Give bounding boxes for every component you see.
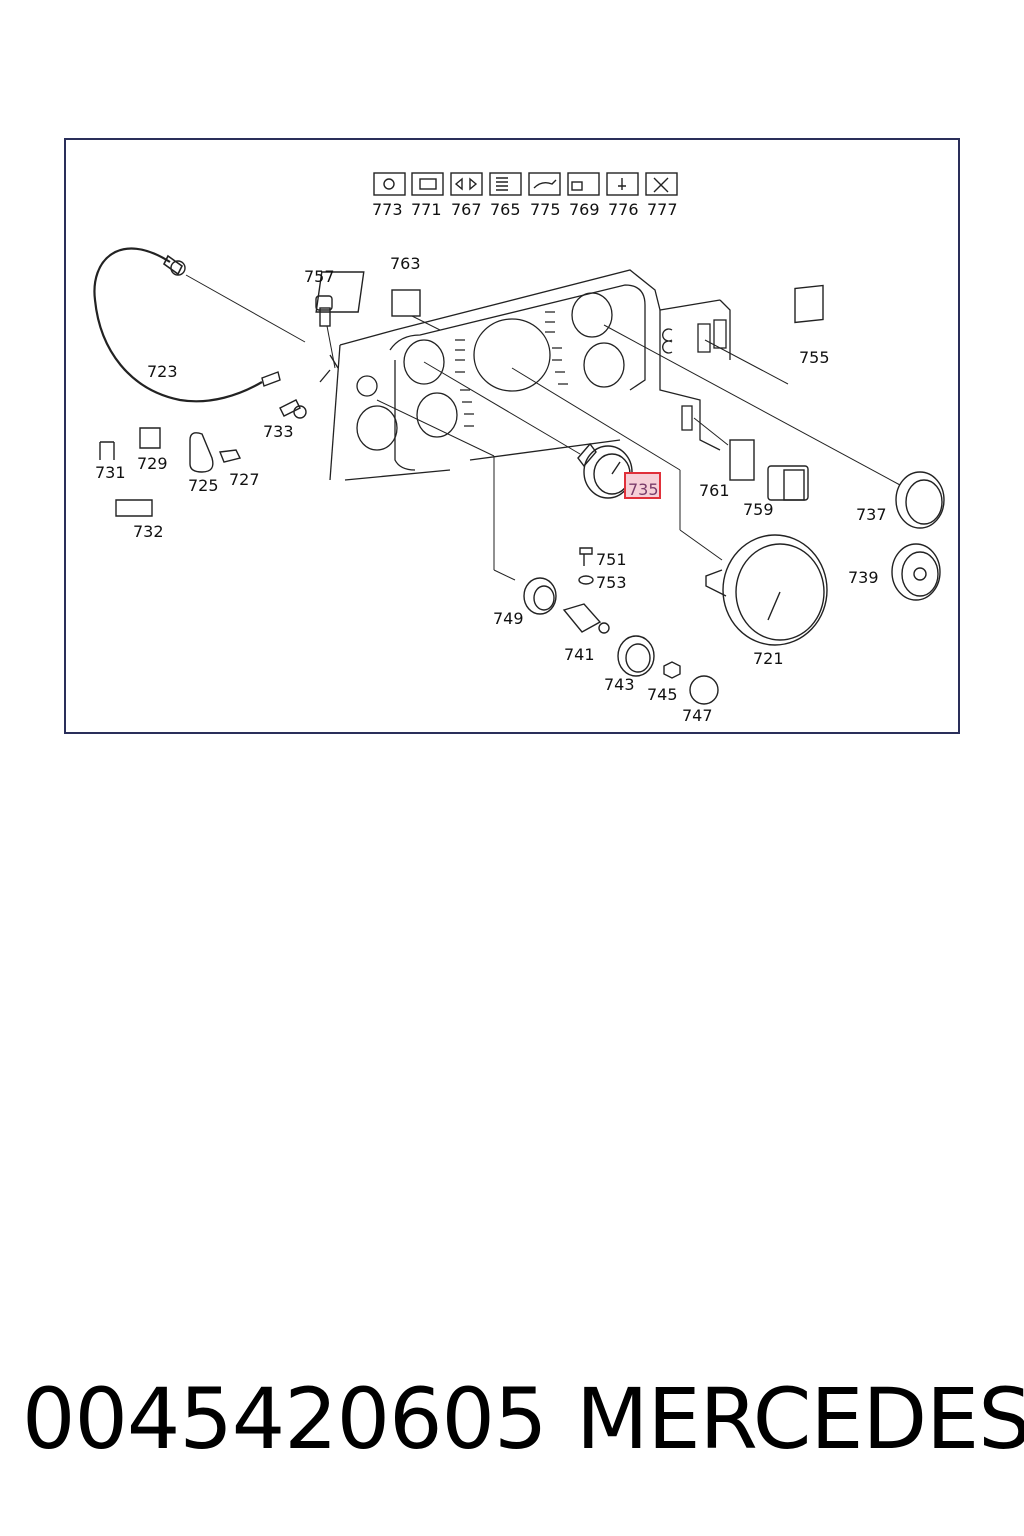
callout-749: 749 bbox=[493, 609, 524, 628]
callout-745: 745 bbox=[647, 685, 678, 704]
fasteners-left bbox=[99, 399, 307, 517]
callout-741: 741 bbox=[564, 645, 595, 664]
warning-label-776: 776 bbox=[608, 200, 639, 219]
switch-755 bbox=[704, 284, 824, 385]
callout-743: 743 bbox=[604, 675, 635, 694]
callout-759: 759 bbox=[743, 500, 774, 519]
callout-755: 755 bbox=[799, 348, 830, 367]
clock-739 bbox=[891, 543, 941, 601]
bulb-757 bbox=[315, 295, 336, 369]
callout-727: 727 bbox=[229, 470, 260, 489]
highlight-box-735 bbox=[624, 472, 661, 499]
speedometer-721 bbox=[511, 367, 828, 646]
speedometer-cable bbox=[93, 247, 306, 403]
brand-name: MERCEDES bbox=[576, 1370, 1024, 1468]
lamp-holder-763 bbox=[315, 271, 441, 331]
warning-lamp-row bbox=[373, 172, 678, 196]
callout-721: 721 bbox=[753, 649, 784, 668]
switch-759 bbox=[767, 465, 809, 501]
instrument-cluster-housing bbox=[319, 269, 731, 481]
exploded-parts-diagram bbox=[93, 172, 945, 705]
callout-753: 753 bbox=[596, 573, 627, 592]
callout-732: 732 bbox=[133, 522, 164, 541]
warning-label-765: 765 bbox=[490, 200, 521, 219]
callout-723: 723 bbox=[147, 362, 178, 381]
callout-747: 747 bbox=[682, 706, 713, 725]
diagram-frame bbox=[64, 138, 960, 734]
warning-label-775: 775 bbox=[530, 200, 561, 219]
callout-737: 737 bbox=[856, 505, 887, 524]
warning-label-769: 769 bbox=[569, 200, 600, 219]
warning-label-767: 767 bbox=[451, 200, 482, 219]
callout-729: 729 bbox=[137, 454, 168, 473]
callout-731: 731 bbox=[95, 463, 126, 482]
callout-763: 763 bbox=[390, 254, 421, 273]
gauge-737 bbox=[603, 324, 945, 529]
callout-725: 725 bbox=[188, 476, 219, 495]
callout-757: 757 bbox=[304, 267, 335, 286]
callout-733: 733 bbox=[263, 422, 294, 441]
callout-739: 739 bbox=[848, 568, 879, 587]
callout-751: 751 bbox=[596, 550, 627, 569]
warning-label-771: 771 bbox=[411, 200, 442, 219]
switch-761 bbox=[693, 417, 755, 481]
callout-735: 735 bbox=[628, 480, 659, 499]
warning-label-773: 773 bbox=[372, 200, 403, 219]
parts-bottom bbox=[376, 399, 719, 705]
part-number: 0045420605 bbox=[22, 1370, 547, 1468]
callout-761: 761 bbox=[699, 481, 730, 500]
gauge-735 bbox=[423, 361, 633, 499]
warning-label-777: 777 bbox=[647, 200, 678, 219]
